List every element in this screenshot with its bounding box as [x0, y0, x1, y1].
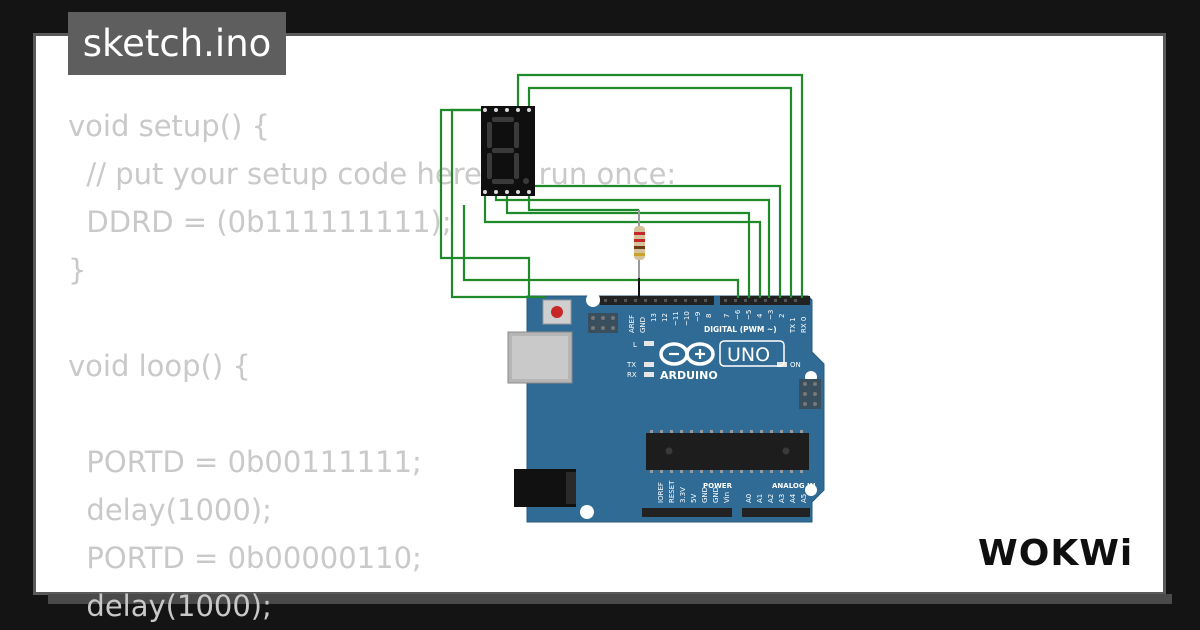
mounting-hole [805, 484, 817, 496]
on-led-label: ON [790, 361, 801, 369]
pin-label: 13 [650, 313, 658, 322]
pin-label: ~6 [734, 309, 742, 320]
pin-label: ~3 [767, 310, 775, 320]
pin-label: RESET [668, 480, 676, 503]
pin-label: GND [712, 487, 720, 503]
rx-led-label: RX [627, 371, 637, 379]
pin-label: 4 [756, 313, 764, 318]
wire [494, 195, 771, 298]
tx-led [644, 362, 654, 367]
code-line: DDRD = (0b111111111); [68, 205, 452, 239]
wokwi-logo-text: WOKWi [978, 533, 1133, 574]
pin-label: 12 [661, 313, 669, 322]
pin-label: 3.3V [679, 487, 687, 503]
rx-led [644, 372, 654, 377]
pin-label: TX 1 [789, 317, 797, 334]
analog-section-label: ANALOG IN [772, 482, 816, 490]
code-line: PORTD = 0b00000110; [68, 541, 422, 575]
pin-label: A2 [767, 494, 775, 503]
wire [527, 195, 639, 212]
pin-label: ~10 [683, 311, 691, 326]
l-led [644, 341, 654, 346]
pin-label: 2 [778, 314, 786, 318]
header-pins-power [642, 508, 732, 517]
pin-label: Vin [723, 492, 731, 503]
icsp-header [588, 313, 821, 409]
code-line: void loop() { [68, 349, 251, 383]
code-line: PORTD = 0b00111111; [68, 445, 422, 479]
wire [516, 73, 804, 298]
pin-label: RX 0 [800, 317, 808, 333]
pin-label: A0 [745, 494, 753, 503]
microcontroller-chip [646, 433, 809, 470]
wire [505, 195, 751, 298]
power-jack [514, 469, 576, 507]
mounting-hole [586, 293, 600, 307]
mounting-hole [580, 505, 594, 519]
power-section-label: POWER [703, 482, 733, 490]
pin-label: GND [701, 487, 709, 503]
l-led-label: L [633, 341, 637, 349]
board-brand-label: ARDUINO [660, 369, 718, 382]
digital-pwm-label: DIGITAL (PWM ~) [704, 325, 777, 334]
pin-label: AREF [628, 315, 636, 333]
pin-label: A4 [789, 493, 797, 503]
pin-label: ~9 [694, 312, 702, 322]
wire [462, 205, 740, 298]
wire [483, 195, 762, 298]
code-line: void setup() { [68, 109, 270, 143]
pin-label: ~5 [745, 310, 753, 320]
pin-label: A5 [800, 494, 808, 503]
pin-label: 7 [723, 314, 731, 318]
code-line: delay(1000); [68, 589, 272, 623]
header-pins-analog [742, 508, 810, 517]
pin-label: 5V [690, 494, 698, 503]
resistor[interactable] [634, 210, 645, 278]
wokwi-logo: WOKWi [978, 533, 1133, 574]
sketch-filename-tab[interactable]: sketch.ino [68, 12, 286, 75]
card-shadow [48, 594, 1172, 604]
code-line: } [68, 253, 87, 287]
arduino-logo-icon [659, 342, 715, 366]
wire [527, 86, 793, 298]
seven-segment-display[interactable] [481, 106, 535, 196]
pin-label: A1 [756, 494, 764, 503]
on-led [777, 362, 787, 367]
code-line: delay(1000); [68, 493, 272, 527]
pin-label: 8 [705, 314, 713, 318]
board-model-label: UNO [727, 344, 770, 366]
tx-led-label: TX [626, 361, 636, 369]
wire [450, 108, 545, 299]
pin-label: ~11 [672, 311, 680, 326]
wire [516, 184, 782, 298]
pin-label: GND [639, 317, 647, 333]
arduino-uno-board[interactable]: AREF GND 13 12 ~11 ~10 ~9 8 7 ~6 ~5 4 ~3… [507, 293, 825, 523]
pin-label: IOREF [657, 482, 665, 503]
pin-label: A3 [778, 494, 786, 503]
